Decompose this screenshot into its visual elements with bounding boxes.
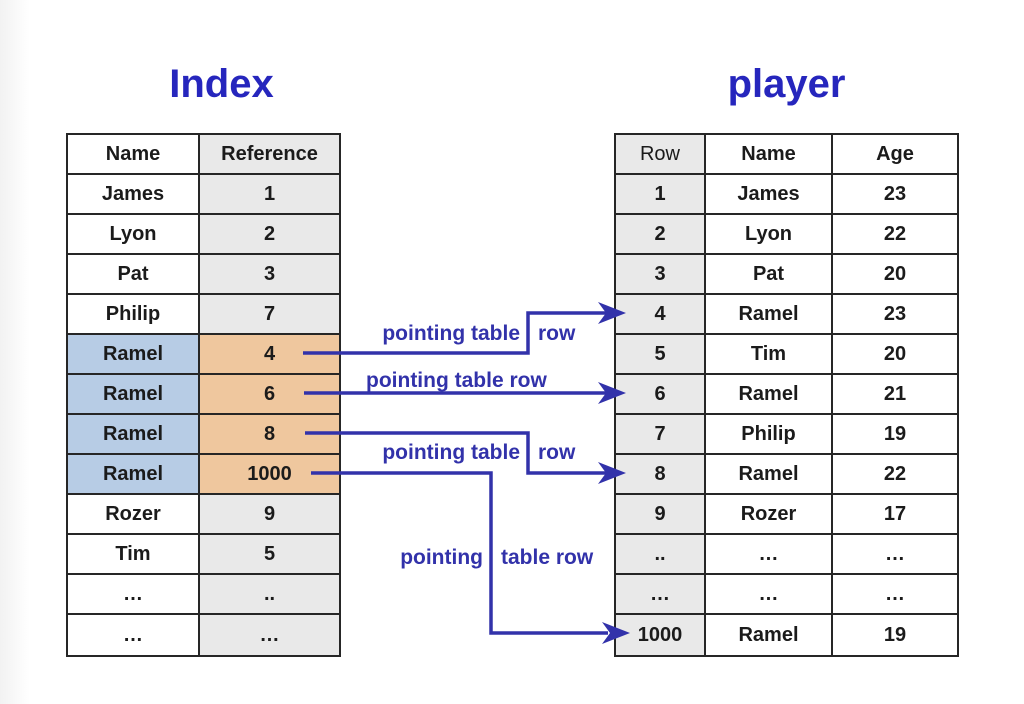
arrow-line-ramel-4 [303, 311, 606, 355]
player-table-cell: 20 [833, 335, 957, 375]
player-table-cell: 22 [833, 455, 957, 495]
index-table-cell: Philip [68, 295, 200, 335]
index-table-header-cell: Name [68, 135, 200, 175]
player-table-header-cell: Name [706, 135, 833, 175]
arrow-line-ramel-8 [305, 431, 606, 475]
player-table-cell: .. [616, 535, 706, 575]
player-table-cell: Rozer [706, 495, 833, 535]
player-table-cell: Ramel [706, 455, 833, 495]
player-table-cell: 8 [616, 455, 706, 495]
player-table-cell: 17 [833, 495, 957, 535]
player-table-cell: Ramel [706, 615, 833, 655]
player-table-cell: 1 [616, 175, 706, 215]
index-table-cell: James [68, 175, 200, 215]
player-table-cell: 19 [833, 415, 957, 455]
index-table-cell: Lyon [68, 215, 200, 255]
player-table-cell: … [706, 535, 833, 575]
index-table-cell: 4 [200, 335, 339, 375]
index-table-cell: .. [200, 575, 339, 615]
player-table-cell: 20 [833, 255, 957, 295]
player-table-cell: Pat [706, 255, 833, 295]
index-table-cell: 3 [200, 255, 339, 295]
index-table-cell: 5 [200, 535, 339, 575]
index-table-cell: Ramel [68, 335, 200, 375]
index-table-cell: 1000 [200, 455, 339, 495]
arrow-label-4-right: table row [501, 546, 594, 569]
player-table-cell: Philip [706, 415, 833, 455]
arrow-label-1-right: row [538, 322, 576, 345]
player-table-cell: 5 [616, 335, 706, 375]
arrow-label-1-left: pointing table [382, 322, 520, 345]
player-table-title: player [727, 62, 846, 106]
index-table-cell: 8 [200, 415, 339, 455]
player-table-cell: 2 [616, 215, 706, 255]
player-table-cell: Ramel [706, 375, 833, 415]
arrow-label-4-left: pointing [400, 546, 483, 569]
player-table-cell: Ramel [706, 295, 833, 335]
player-table-cell: … [616, 575, 706, 615]
player-table-cell: 1000 [616, 615, 706, 655]
arrow-label-3-right: row [538, 441, 576, 464]
index-table-cell: 1 [200, 175, 339, 215]
index-table-cell: Rozer [68, 495, 200, 535]
index-table-cell: Ramel [68, 455, 200, 495]
player-table-cell: 9 [616, 495, 706, 535]
index-table-cell: 9 [200, 495, 339, 535]
player-table-header-cell: Row [616, 135, 706, 175]
index-table-cell: Ramel [68, 375, 200, 415]
player-table-cell: 6 [616, 375, 706, 415]
player-table-cell: … [833, 575, 957, 615]
index-table-cell: … [68, 575, 200, 615]
index-table-cell: 2 [200, 215, 339, 255]
player-table-cell: 22 [833, 215, 957, 255]
index-table-cell: … [200, 615, 339, 655]
player-table-cell: 21 [833, 375, 957, 415]
index-table-cell: … [68, 615, 200, 655]
arrow-label-3-left: pointing table [382, 441, 520, 464]
index-table-cell: Ramel [68, 415, 200, 455]
player-table-cell: 3 [616, 255, 706, 295]
player-table-header-cell: Age [833, 135, 957, 175]
player-table-cell: 23 [833, 295, 957, 335]
player-table-cell: James [706, 175, 833, 215]
player-table-cell: 7 [616, 415, 706, 455]
page-edge-shading [0, 0, 30, 704]
player-table-cell: 19 [833, 615, 957, 655]
player-table-cell: 4 [616, 295, 706, 335]
arrow-line-ramel-1000 [311, 471, 608, 635]
arrow-label-2: pointing table row [366, 369, 547, 392]
index-table-cell: Tim [68, 535, 200, 575]
player-table-cell: 23 [833, 175, 957, 215]
index-table-cell: 6 [200, 375, 339, 415]
player-table-cell: Lyon [706, 215, 833, 255]
player-table-cell: Tim [706, 335, 833, 375]
index-table-cell: 7 [200, 295, 339, 335]
index-table-title: Index [169, 62, 274, 106]
player-table-cell: … [833, 535, 957, 575]
index-table-header-cell: Reference [200, 135, 339, 175]
player-table-cell: … [706, 575, 833, 615]
index-table-cell: Pat [68, 255, 200, 295]
